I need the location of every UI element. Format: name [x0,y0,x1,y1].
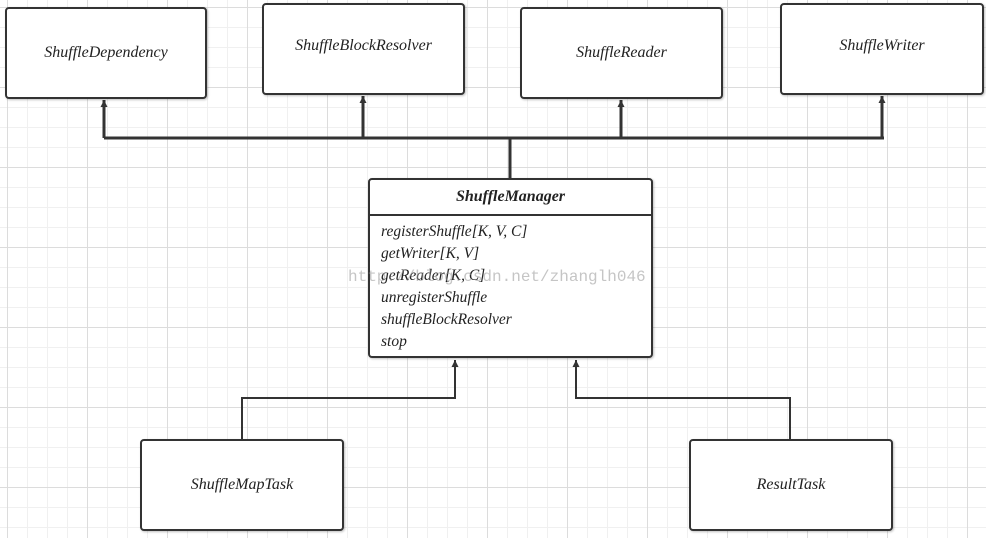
shuffle-map-task-box: ShuffleMapTask [140,439,344,531]
shuffle-block-resolver-box: ShuffleBlockResolver [262,3,465,95]
method-item: getWriter[K, V] [381,245,480,262]
shuffle-manager-title: ShuffleManager [370,180,651,216]
arrow-from-shuffle-map-task [241,360,459,439]
shuffle-dependency-box: ShuffleDependency [5,7,207,99]
shuffle-reader-box: ShuffleReader [520,7,723,99]
result-task-label: ResultTask [756,476,826,493]
method-item: registerShuffle[K, V, C] [381,223,528,240]
method-item: getReader[K, C] [381,267,486,284]
result-task-box: ResultTask [689,439,893,531]
arrow-from-result-task [572,360,791,439]
method-item: unregisterShuffle [381,289,488,306]
method-item: shuffleBlockResolver [381,311,512,328]
shuffle-writer-label: ShuffleWriter [839,37,925,54]
method-item: stop [381,333,407,350]
shuffle-map-task-label: ShuffleMapTask [190,476,294,493]
watermark-text: http://blog.csdn.net/zhanglh046 [348,268,646,286]
shuffle-manager-class: ShuffleManager registerShuffle[K, V, C] … [368,178,653,358]
shuffle-writer-box: ShuffleWriter [780,3,984,95]
shuffle-dependency-label: ShuffleDependency [44,44,168,61]
shuffle-block-resolver-label: ShuffleBlockResolver [295,37,432,54]
shuffle-reader-label: ShuffleReader [576,44,667,61]
shuffle-manager-methods: registerShuffle[K, V, C] getWriter[K, V]… [370,216,651,353]
